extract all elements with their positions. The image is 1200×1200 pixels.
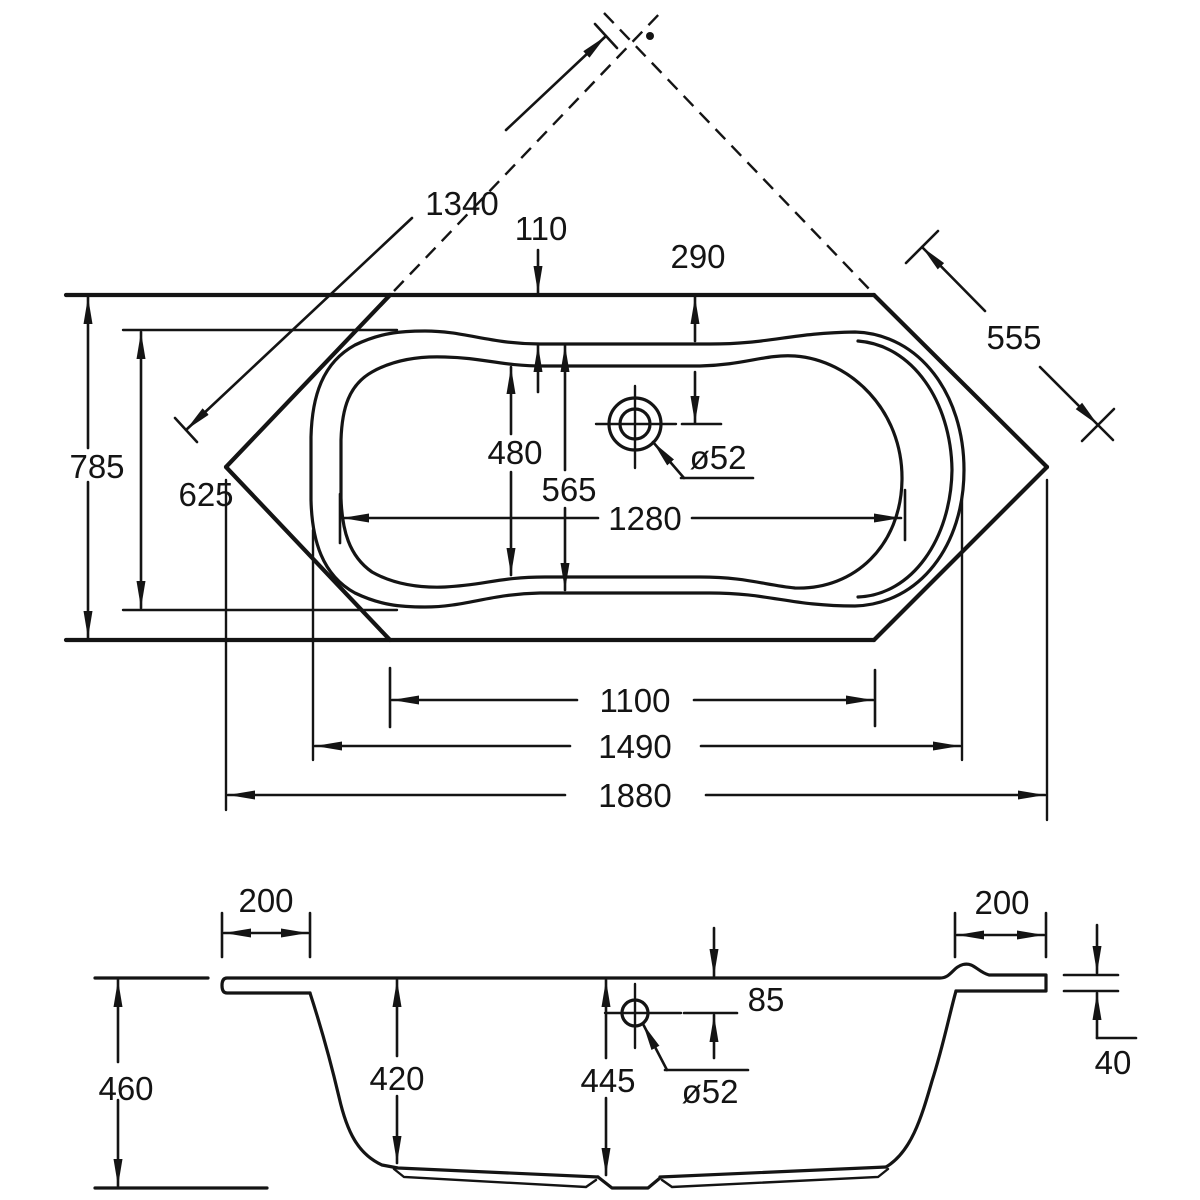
top-view: 1340 110 290 555 785: [63, 10, 1116, 822]
dim-40: 40: [1062, 923, 1138, 1081]
dim-1340-label: 1340: [425, 185, 498, 222]
dim-565: 565: [541, 343, 597, 592]
dim-200-left-label: 200: [238, 882, 293, 919]
dim-565-label: 565: [541, 471, 596, 508]
support-pad-left: [392, 1167, 598, 1189]
dim-625: 625: [121, 328, 399, 612]
dim-480: 480: [487, 365, 543, 577]
drain-symbol-top: [594, 384, 678, 470]
side-view: ø52 200 200 460 420: [93, 882, 1138, 1190]
tub-outer-hexagon: [63, 292, 1050, 643]
dim-110: 110: [515, 210, 568, 394]
dim-1100-label: 1100: [600, 682, 671, 719]
dim-200-right: 200: [953, 884, 1048, 959]
dim-110-label: 110: [515, 210, 568, 247]
drain-dia-top-label: ø52: [690, 439, 747, 476]
dim-1880-label: 1880: [598, 777, 671, 814]
drain-dia-side-label: ø52: [682, 1073, 739, 1110]
dim-1100: 1100: [388, 666, 877, 729]
basin-contour: [339, 354, 904, 590]
tub-section-left-rim-and-top: [220, 962, 1048, 995]
dim-555-label: 555: [986, 319, 1041, 356]
wall-dashed-left-line: [393, 10, 663, 292]
dim-460-label: 460: [98, 1070, 153, 1107]
dim-290: 290: [670, 238, 726, 426]
dim-420: 420: [369, 978, 425, 1165]
dim-785-label: 785: [69, 448, 124, 485]
tub-section-right-wall: [884, 989, 958, 1169]
tub-section-bottom-right: [658, 1165, 888, 1179]
drain-leader-side: ø52: [641, 1022, 750, 1110]
dim-1280-label: 1280: [608, 500, 681, 537]
rim-rolled-edge-arc: [856, 339, 954, 599]
dim-445: 445: [580, 978, 636, 1177]
dim-480-label: 480: [487, 434, 542, 471]
dim-1490: 1490: [311, 498, 964, 765]
dim-200-right-label: 200: [974, 884, 1029, 921]
dim-420-label: 420: [369, 1060, 424, 1097]
dim-290-label: 290: [670, 238, 725, 275]
dim-200-left: 200: [220, 882, 312, 959]
drain-symbol-side: [603, 982, 683, 1050]
tub-section-left-wall: [308, 991, 600, 1179]
support-pad-right: [660, 1167, 890, 1189]
dim-460: 460: [98, 978, 154, 1188]
rim-outer-contour: [309, 329, 966, 609]
dim-1880: 1880: [224, 478, 1049, 822]
dim-445-label: 445: [580, 1062, 635, 1099]
dim-85-label: 85: [748, 981, 785, 1018]
dim-785: 785: [69, 295, 125, 640]
wall-corner-dot-icon: [646, 32, 654, 40]
tub-section-sump: [596, 1175, 662, 1190]
drain-leader-top: ø52: [651, 439, 755, 480]
wall-dashed-right-line: [603, 12, 873, 293]
dim-555: 555: [904, 229, 1116, 443]
dim-1280: 1280: [338, 488, 907, 545]
dim-1340: 1340: [173, 22, 619, 444]
dim-625-label: 625: [178, 476, 233, 513]
dim-85: 85: [682, 926, 785, 1060]
dim-40-label: 40: [1095, 1044, 1132, 1081]
dim-1490-label: 1490: [598, 728, 671, 765]
